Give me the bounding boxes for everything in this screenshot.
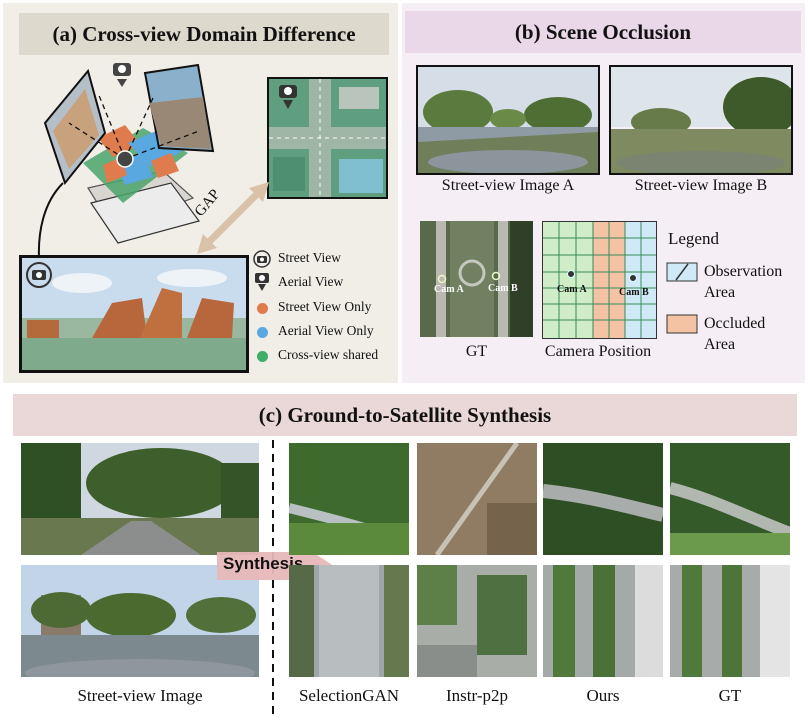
panel-ground-to-satellite-synthesis: (c) Ground-to-Satellite Synthesis Street… <box>3 388 805 725</box>
ours-result-urban <box>543 565 663 677</box>
street-view-camera-icon <box>253 250 271 268</box>
legend-aerial-view: Aerial View <box>278 274 344 289</box>
street-camera-icon <box>26 262 52 288</box>
legend-shared-swatch <box>257 351 268 362</box>
street-view-image-b <box>609 65 793 175</box>
aerial-satellite-image <box>267 77 388 199</box>
selectiongan-caption: SelectionGAN <box>298 686 400 705</box>
aerial-camera-icon <box>279 85 297 109</box>
observation-area-swatch <box>666 262 698 282</box>
selectiongan-result-forest <box>289 443 409 555</box>
gt-caption: GT <box>465 343 488 360</box>
panel-c-title: (c) Ground-to-Satellite Synthesis <box>13 394 797 436</box>
gt-cam-a-label: Cam A <box>434 284 464 295</box>
image-b-caption: Street-view Image B <box>634 177 768 194</box>
street-view-panorama-forest <box>21 443 259 555</box>
gap-double-arrow-icon <box>197 182 269 254</box>
legend-aerial-only-swatch <box>257 327 268 338</box>
panel-cross-view-domain-difference: (a) Cross-view Domain Difference <box>3 3 398 383</box>
camera-position-caption: Camera Position <box>544 343 652 360</box>
panel-scene-occlusion: (b) Scene Occlusion Street-view Image A … <box>402 3 805 383</box>
cross-view-3d-scene-illustration <box>37 63 215 259</box>
gt-cam-b-label: Cam B <box>488 283 518 294</box>
gt-result-forest <box>670 443 790 555</box>
legend-aerial-view-only: Aerial View Only <box>278 323 374 338</box>
street-view-image-caption: Street-view Image <box>77 686 203 705</box>
legend-street-only-swatch <box>257 303 268 314</box>
legend-street-view-only: Street View Only <box>278 299 372 314</box>
occluded-area-swatch <box>666 314 698 334</box>
selectiongan-result-urban <box>289 565 409 677</box>
street-view-image-a <box>416 65 600 175</box>
grid-cam-a-label: Cam A <box>557 284 587 295</box>
legend-cross-view-shared: Cross-view shared <box>278 347 379 362</box>
instr-p2p-result-urban <box>417 565 537 677</box>
gt-caption-c: GT <box>718 686 742 705</box>
street-view-panorama-urban <box>21 565 259 677</box>
legend-title: Legend <box>668 229 719 248</box>
instr-p2p-caption: Instr-p2p <box>446 686 508 705</box>
panel-b-title: (b) Scene Occlusion <box>405 11 801 53</box>
gt-result-urban <box>670 565 790 677</box>
legend-street-view: Street View <box>278 250 342 265</box>
ours-caption: Ours <box>586 686 620 705</box>
legend-observation-area: Observation Area <box>704 263 783 301</box>
grid-cam-b-label: Cam B <box>619 287 649 298</box>
legend-occluded-area: Occluded Area <box>704 315 766 353</box>
image-a-caption: Street-view Image A <box>441 177 575 194</box>
ours-result-forest <box>543 443 663 555</box>
camera-position-grid: Cam A Cam B <box>542 221 657 339</box>
synthesis-label: Synthesis <box>223 554 304 573</box>
instr-p2p-result-forest <box>417 443 537 555</box>
aerial-view-camera-icon <box>255 273 269 291</box>
panel-a-title: (a) Cross-view Domain Difference <box>19 13 389 55</box>
street-view-panorama <box>19 255 249 373</box>
gt-satellite-image: Cam A Cam B <box>420 221 533 337</box>
